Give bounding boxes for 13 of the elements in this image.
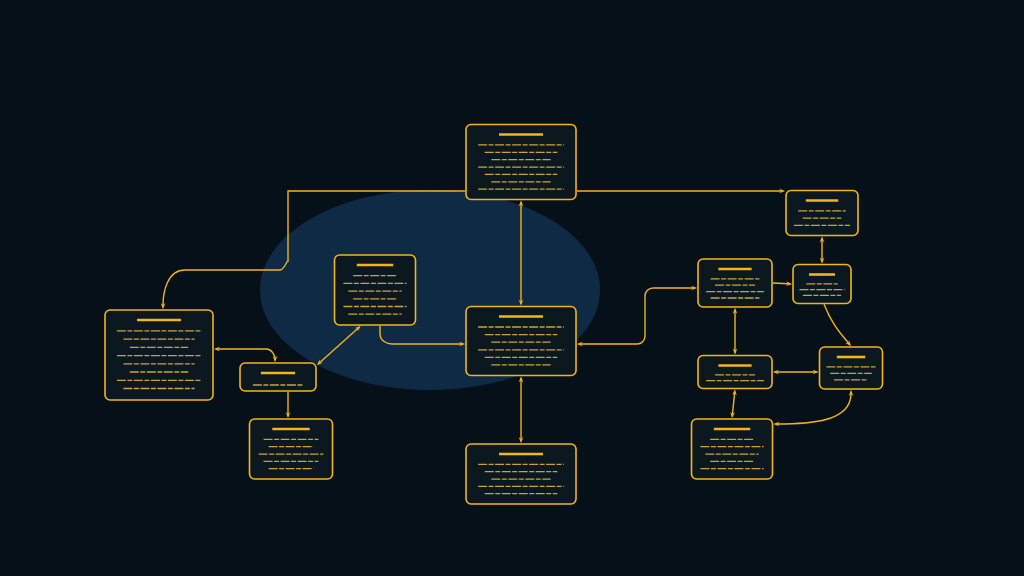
process-box <box>690 418 774 480</box>
process-box <box>465 123 577 201</box>
process-box <box>818 346 884 390</box>
process-box <box>465 443 577 505</box>
process-box <box>239 362 317 392</box>
process-box <box>697 258 773 308</box>
process-box <box>785 189 859 237</box>
process-box <box>792 263 852 305</box>
process-box <box>104 309 214 401</box>
process-box <box>697 354 773 390</box>
process-box <box>465 305 577 377</box>
process-box <box>333 254 417 326</box>
process-box <box>248 418 334 480</box>
